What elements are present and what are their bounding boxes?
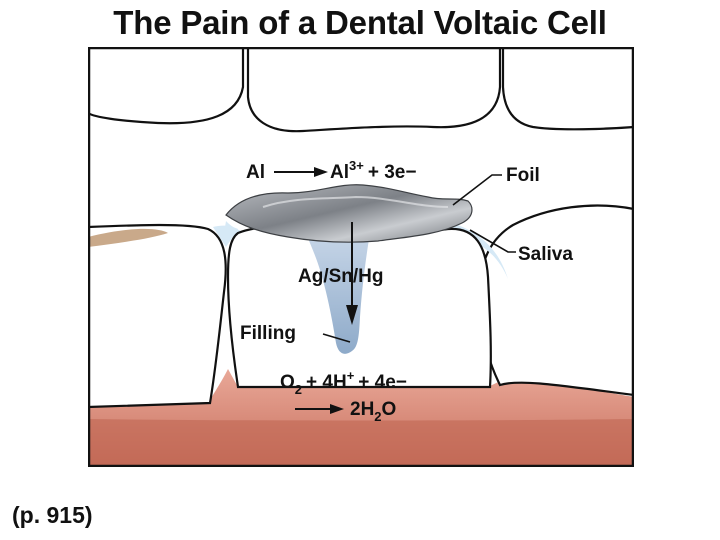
- page-reference: (p. 915): [12, 502, 93, 528]
- filling: [306, 232, 370, 354]
- foil: [225, 184, 473, 243]
- cathode-reaction-arrowhead: [330, 404, 344, 414]
- cathode-product-label: 2H2O: [350, 399, 396, 424]
- saliva-leader-line: [469, 229, 516, 253]
- foil-label: Foil: [506, 165, 540, 186]
- electron-flow-arrowhead: [346, 305, 358, 325]
- filling-composition-label: Ag/Sn/Hg: [298, 266, 384, 287]
- upper-tooth-left: [88, 47, 245, 125]
- saliva-label: Saliva: [518, 244, 573, 265]
- page-title: The Pain of a Dental Voltaic Cell: [113, 4, 607, 41]
- filling-label: Filling: [240, 323, 296, 344]
- diagram-frame: [88, 47, 634, 467]
- upper-tooth-right: [501, 47, 634, 131]
- tooth-dentin-left: [88, 228, 168, 247]
- lower-tooth-left: [88, 223, 227, 409]
- cathode-reactants-label: O2+ 4H++ 4e−: [280, 368, 407, 397]
- upper-tooth-center: [246, 47, 502, 133]
- anode-product-label: Al3++ 3e−: [330, 158, 416, 183]
- dental-cell-diagram: Al Al3++ 3e− Foil Saliva Ag/Sn/Hg Fillin…: [88, 47, 634, 467]
- anode-reactant-label: Al: [246, 162, 265, 183]
- lower-tooth-right: [477, 204, 634, 397]
- anode-reaction-arrowhead: [314, 167, 328, 177]
- foil-leader-line: [452, 174, 502, 206]
- filling-leader-line: [322, 333, 351, 343]
